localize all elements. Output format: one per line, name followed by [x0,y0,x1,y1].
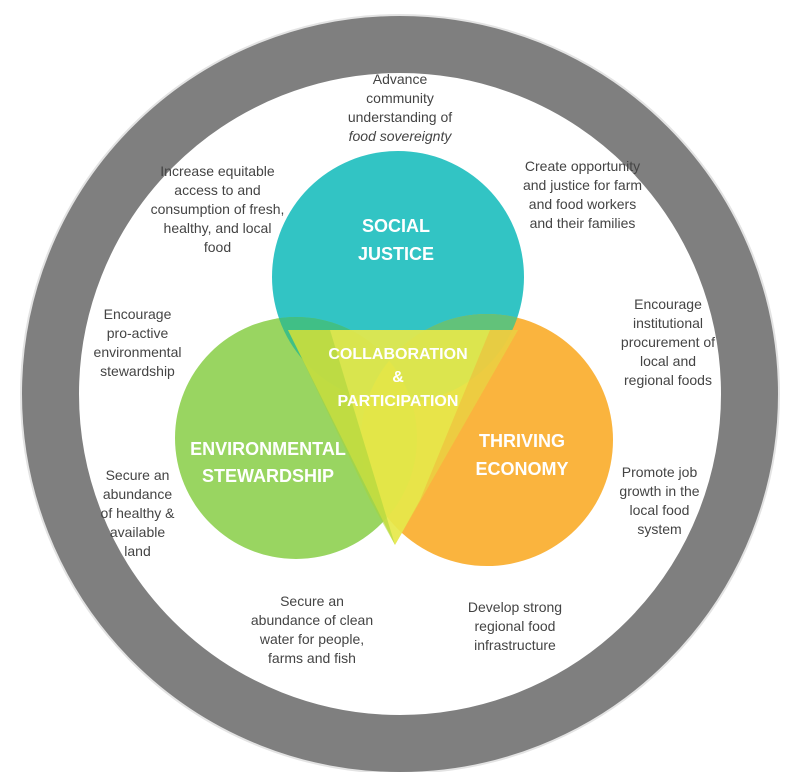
note-equitable-access: Increase equitable access to and consump… [150,163,285,255]
note-food-infrastructure: Develop strong regional food infrastruct… [467,599,563,653]
note-worker-justice: Create opportunity and justice for farm … [522,158,643,231]
center-label-line3: PARTICIPATION [338,393,459,410]
note-institutional-procurement: Encourage institutional procurement of l… [620,296,716,388]
economy-label-line1: THRIVING [479,431,565,451]
note-environmental-stewardship: Encourage pro-active environmental stewa… [93,306,182,379]
economy-label-line2: ECONOMY [475,459,568,479]
center-label-line1: COLLABORATION [328,346,467,363]
center-label-line2: & [392,369,404,386]
environmental-label-line2: STEWARDSHIP [202,466,334,486]
social-justice-label-line2: JUSTICE [358,244,434,264]
social-justice-label-line1: SOCIAL [362,216,430,236]
note-food-sovereignty: Advance community understanding of food … [347,71,453,144]
ring-outer-edge [20,14,780,772]
note-available-land: Secure an abundance of healthy & availab… [100,467,175,559]
note-job-growth: Promote job growth in the local food sys… [619,464,700,537]
note-clean-water: Secure an abundance of clean water for p… [250,593,374,666]
environmental-label-line1: ENVIRONMENTAL [190,439,346,459]
triangle-right-shade [395,330,518,545]
triangle-left-shade [288,330,395,545]
